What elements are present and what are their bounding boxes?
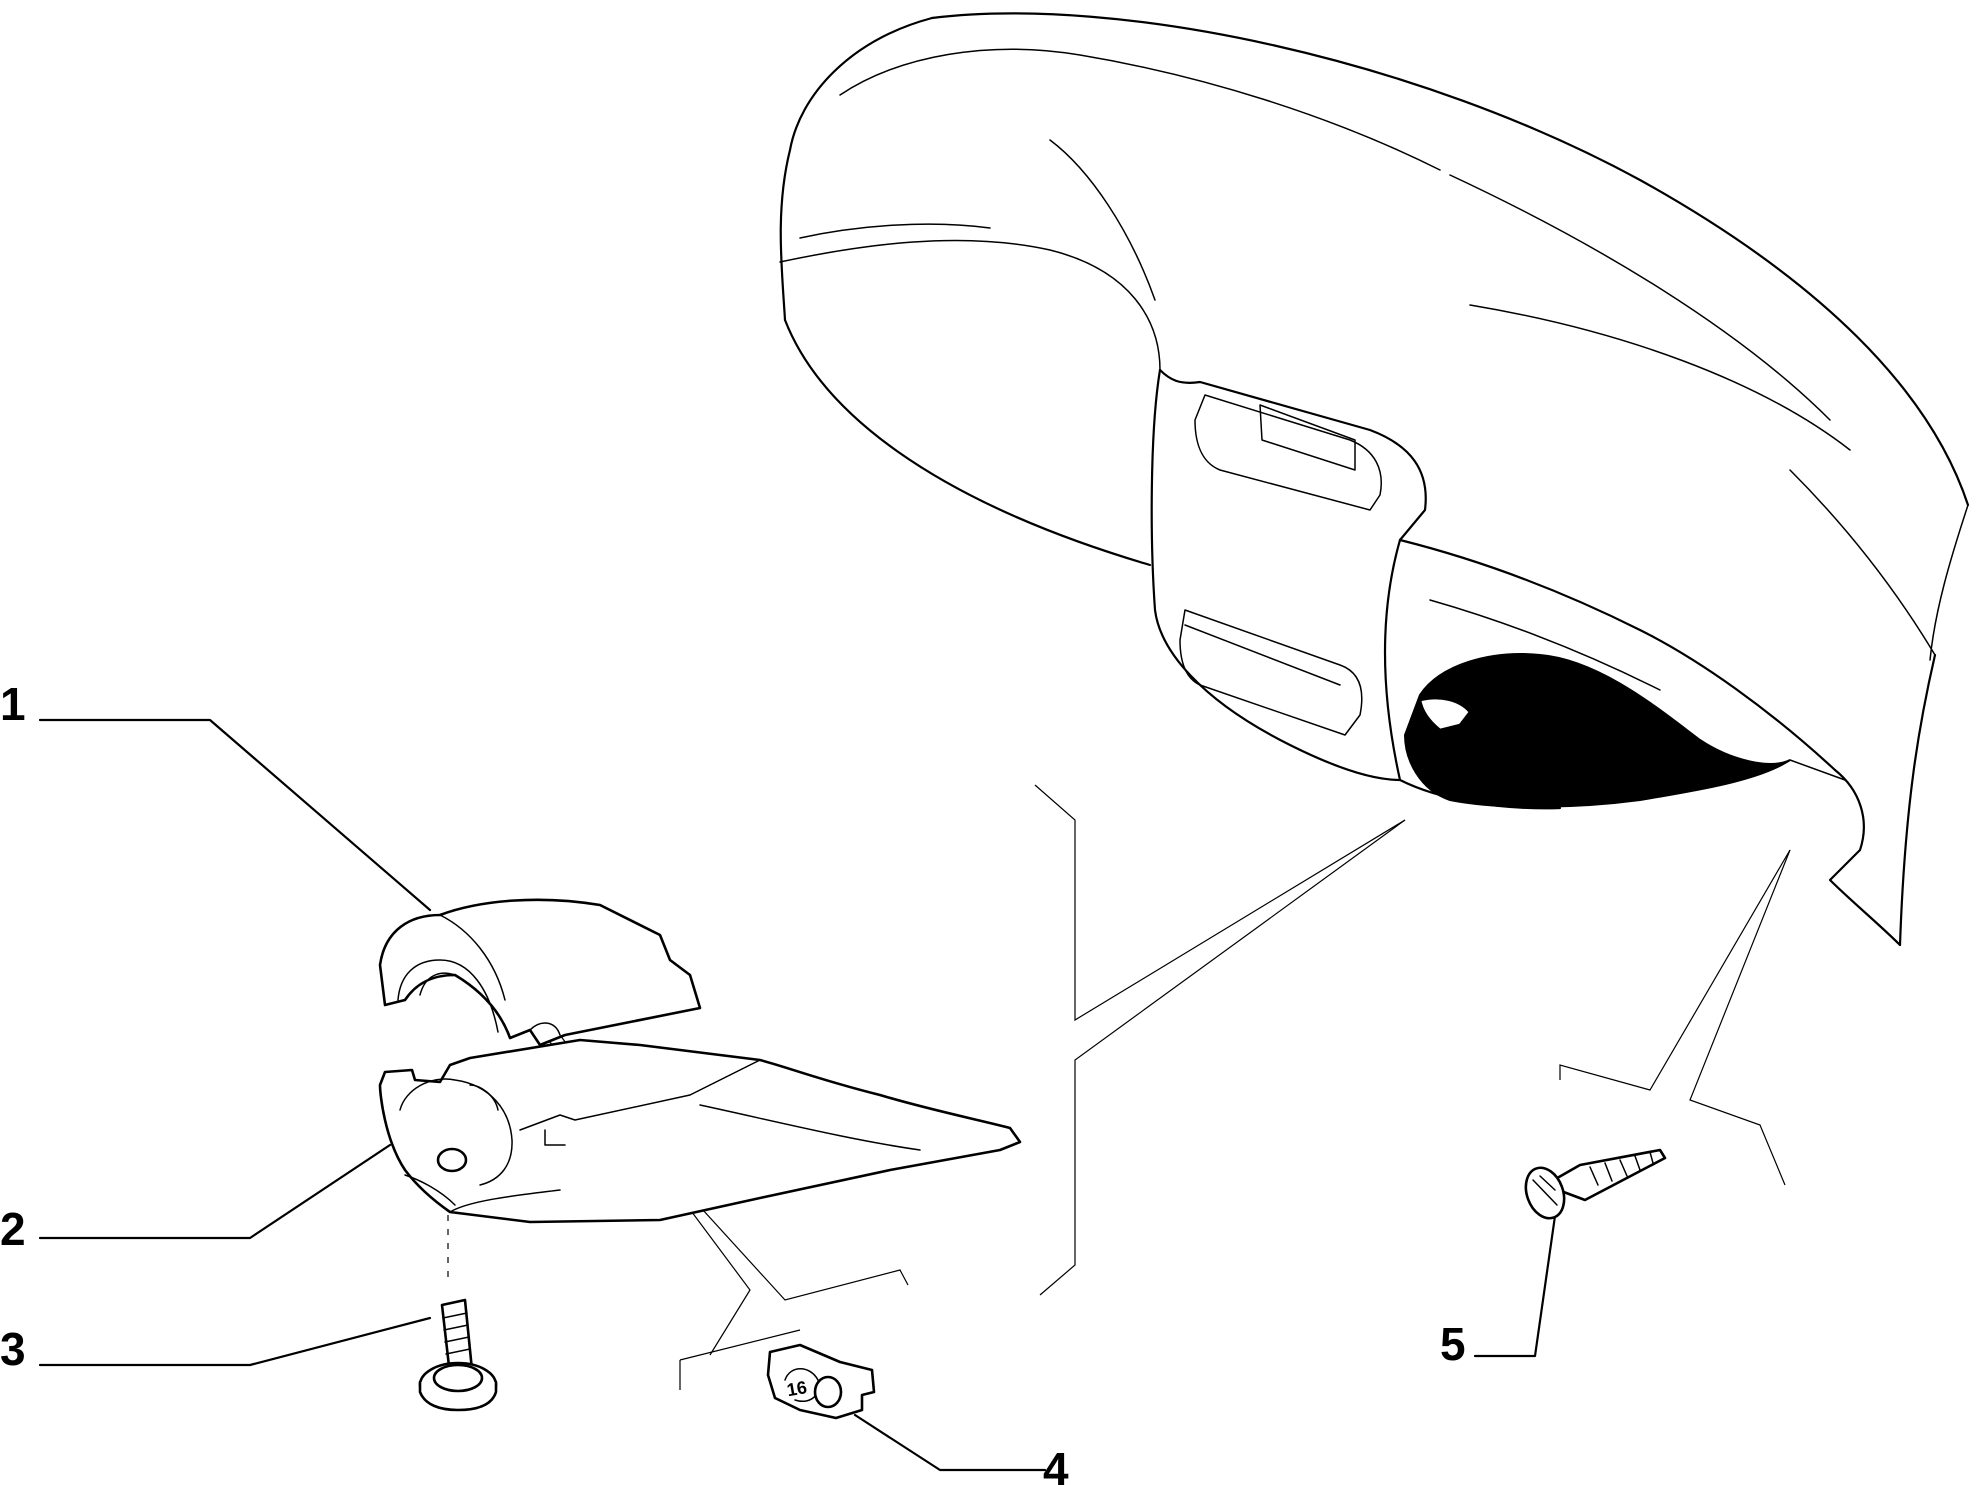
clip-marking-text: 16 (785, 1377, 808, 1400)
callout-numbers: 1 2 3 4 5 (0, 678, 1466, 1485)
callout-4: 4 (1043, 1443, 1069, 1485)
callout-2: 2 (0, 1203, 26, 1255)
upper-steering-column-shroud (378, 898, 702, 1047)
dashboard-panel (779, 12, 1970, 947)
self-tapping-screw (1524, 1148, 1667, 1220)
leader-lines (38, 718, 1791, 1472)
callout-1: 1 (0, 678, 26, 730)
spring-clip-nut: 16 (766, 1343, 876, 1420)
lower-steering-column-shroud (378, 1038, 1022, 1224)
shroud-fixing-bolt (418, 1298, 498, 1412)
callout-5: 5 (1440, 1318, 1466, 1370)
callout-3: 3 (0, 1323, 26, 1375)
